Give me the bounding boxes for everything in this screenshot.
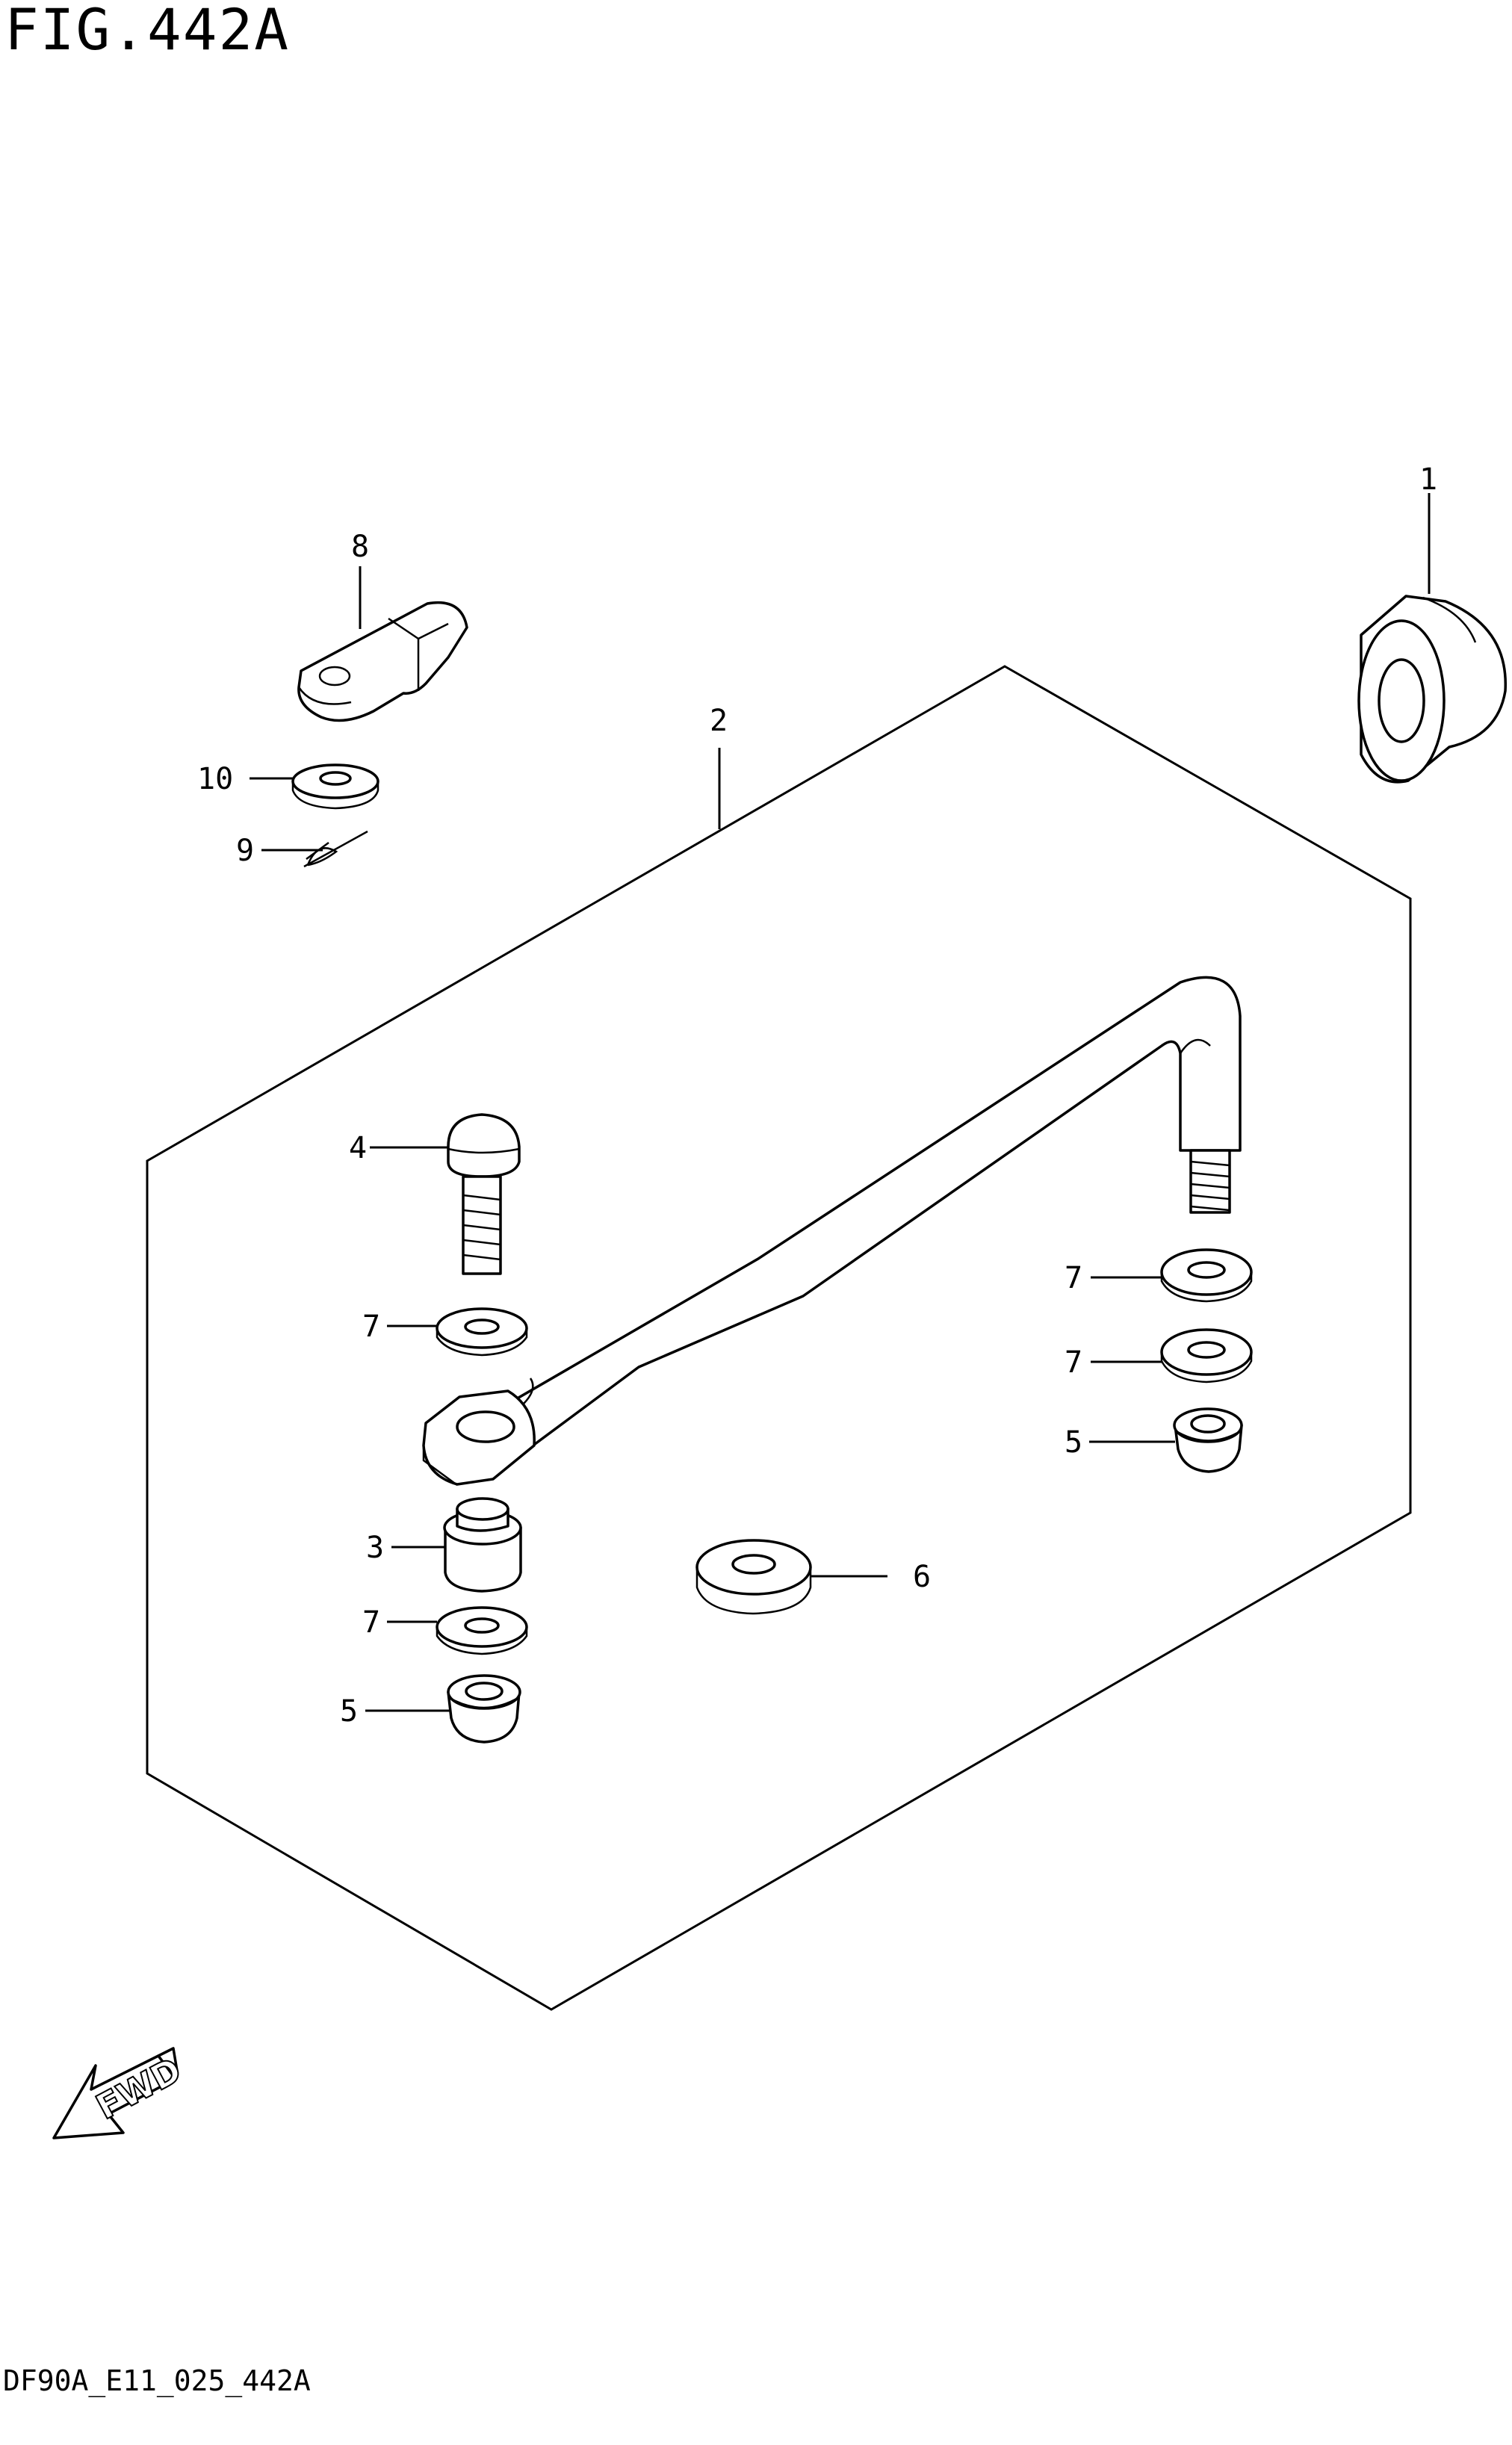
callout-10: 10 — [197, 762, 233, 796]
callout-5-right: 5 — [1065, 1425, 1082, 1460]
collar-icon — [443, 1497, 522, 1593]
nut-icon — [1173, 1407, 1243, 1473]
fwd-arrow-icon: FWD — [52, 2047, 188, 2139]
callout-7-left-bottom: 7 — [362, 1605, 380, 1640]
tiller-arm-icon — [297, 601, 468, 722]
callout-4: 4 — [349, 1131, 367, 1165]
washer-icon — [436, 1606, 528, 1655]
figure-title: FIG.442A — [4, 0, 291, 63]
drawing-code: DF90A_E11_025_442A — [3, 2364, 311, 2397]
grommet-icon — [1357, 595, 1507, 784]
washer-icon — [1160, 1248, 1253, 1303]
callout-1: 1 — [1419, 462, 1437, 497]
washer-icon — [291, 763, 379, 810]
callout-7-right-middle: 7 — [1065, 1345, 1082, 1380]
washer-icon — [436, 1307, 528, 1357]
nut-icon — [447, 1674, 521, 1744]
washer-icon — [695, 1539, 812, 1615]
callout-3: 3 — [366, 1531, 384, 1565]
bolt-icon — [447, 1113, 521, 1275]
callout-6: 6 — [913, 1560, 931, 1594]
callout-9: 9 — [236, 834, 254, 868]
callout-5-left: 5 — [340, 1694, 358, 1729]
callout-8: 8 — [351, 530, 369, 564]
callout-7-left-top: 7 — [362, 1310, 380, 1344]
fwd-arrow-label: FWD — [90, 2050, 188, 2128]
drag-link-rod-icon — [422, 976, 1242, 1487]
washer-icon — [1160, 1328, 1253, 1383]
kit-boundary-outline — [146, 665, 1412, 2011]
callout-2: 2 — [710, 704, 728, 738]
callout-7-right-top: 7 — [1065, 1261, 1082, 1295]
